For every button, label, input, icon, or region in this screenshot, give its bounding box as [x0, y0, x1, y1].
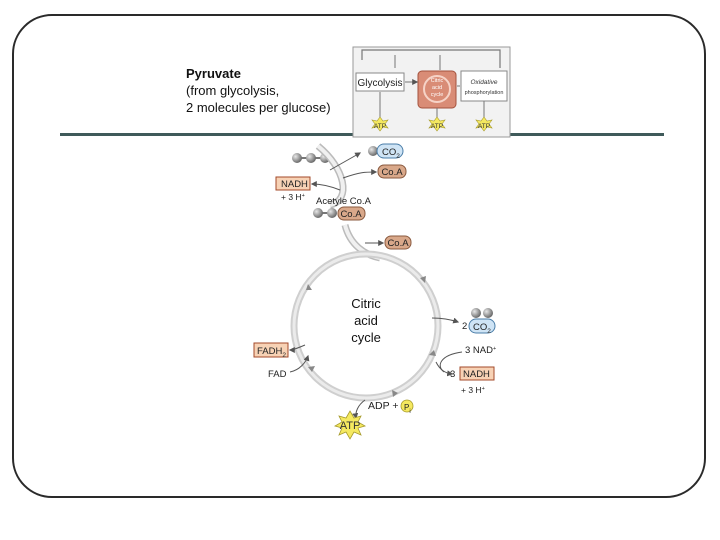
- fadh2-badge: [253, 342, 289, 358]
- nadh-out-label: NADH: [463, 369, 490, 380]
- co2-label: CO2: [382, 147, 400, 160]
- atp-out-arrow: [352, 399, 366, 420]
- nadh-label: NADH: [281, 179, 308, 190]
- inset-connector-top: [361, 49, 501, 68]
- inset-atp-1: ATP: [374, 123, 386, 130]
- coa-released-label: Co.A: [387, 238, 409, 249]
- nadh-out-arrow: [310, 181, 341, 191]
- inset-cycle-label-1: Citric: [431, 78, 444, 84]
- phosphate-icon: [400, 399, 414, 413]
- cycle-label-2: acid: [354, 313, 378, 328]
- inset-cycle-label-2: acid: [432, 85, 442, 91]
- pyruvate-molecule: [292, 153, 330, 163]
- co2-out-badge: [468, 318, 496, 334]
- acetyl-coa-label: Acetyle Co.A: [316, 196, 372, 207]
- inset-cycle-ring: [423, 75, 451, 103]
- atp-label: ATP: [340, 420, 361, 432]
- h-out-label: + 3 H+: [461, 385, 485, 395]
- inset-oxidative-box: [460, 70, 508, 102]
- nadh-out-cycle-arrow: [435, 361, 454, 377]
- slide-title: Pyruvate (from glycolysis, 2 molecules p…: [186, 65, 331, 116]
- coa-in-label: Co.A: [381, 167, 403, 178]
- inset-cycle-label-3: cycle: [431, 92, 444, 98]
- overview-inset: Glycolysis Citric acid cycle Oxidative p…: [352, 46, 511, 138]
- title-line-3: 2 molecules per glucose): [186, 100, 331, 115]
- fad-in-arrow: [289, 354, 310, 373]
- inset-glycolysis-label: Glycolysis: [357, 78, 402, 89]
- co2-out-arrow: [431, 317, 460, 324]
- citric-acid-cycle-ring: [290, 250, 442, 402]
- inset-atp-star-2: [428, 116, 446, 132]
- co2-out-carbon-1: [471, 308, 481, 318]
- co2-out-label: CO2: [473, 322, 491, 335]
- acetyl-molecule: [313, 208, 337, 218]
- co2-badge: [376, 143, 404, 159]
- cycle-label-3: cycle: [351, 330, 381, 345]
- coa-in-badge: [377, 164, 407, 179]
- title-line-2: (from glycolysis,: [186, 83, 280, 98]
- pyruvate-to-acetyl-arrow: [316, 144, 346, 207]
- nadh-badge: [275, 176, 311, 191]
- coa-in-arrow: [342, 169, 378, 179]
- h-plus-label: + 3 H+: [281, 192, 305, 202]
- fad-label: FAD: [268, 369, 287, 380]
- fadh2-label: FADH2: [257, 346, 286, 359]
- nadh-out-prefix: 3: [450, 369, 455, 380]
- acetyl-coa-badge: [337, 206, 366, 221]
- nad-label: 3 NAD+: [465, 345, 496, 356]
- inset-atp-star-3: [475, 116, 493, 132]
- inset-oxidative-label-2: phosphorylation: [465, 90, 504, 96]
- inset-glycolysis-box: [355, 72, 405, 92]
- inset-oxidative-label-1: Oxidative: [470, 79, 497, 86]
- adp-label: ADP +: [368, 400, 398, 412]
- coa-released-badge: [384, 235, 412, 250]
- inset-connector-mid: [394, 55, 441, 70]
- acetyl-coa-badge-label: Co.A: [340, 209, 362, 220]
- cycle-label-1: Citric: [351, 296, 381, 311]
- atp-star: [333, 410, 367, 440]
- inset-atp-3: ATP: [478, 123, 490, 130]
- co2-out-carbon-2: [483, 308, 493, 318]
- title-pyruvate: Pyruvate: [186, 66, 241, 81]
- co2-out-prefix: 2: [462, 321, 467, 332]
- nadh-out-badge: [459, 366, 495, 381]
- pi-label: Pi: [404, 403, 411, 415]
- inset-atp-2: ATP: [431, 123, 443, 130]
- fadh2-out-arrow: [288, 344, 306, 353]
- co2-release-arrow: [329, 152, 362, 171]
- co2-carbon: [368, 146, 378, 156]
- slide-frame: [12, 14, 706, 498]
- inset-atp-star-1: [371, 116, 389, 132]
